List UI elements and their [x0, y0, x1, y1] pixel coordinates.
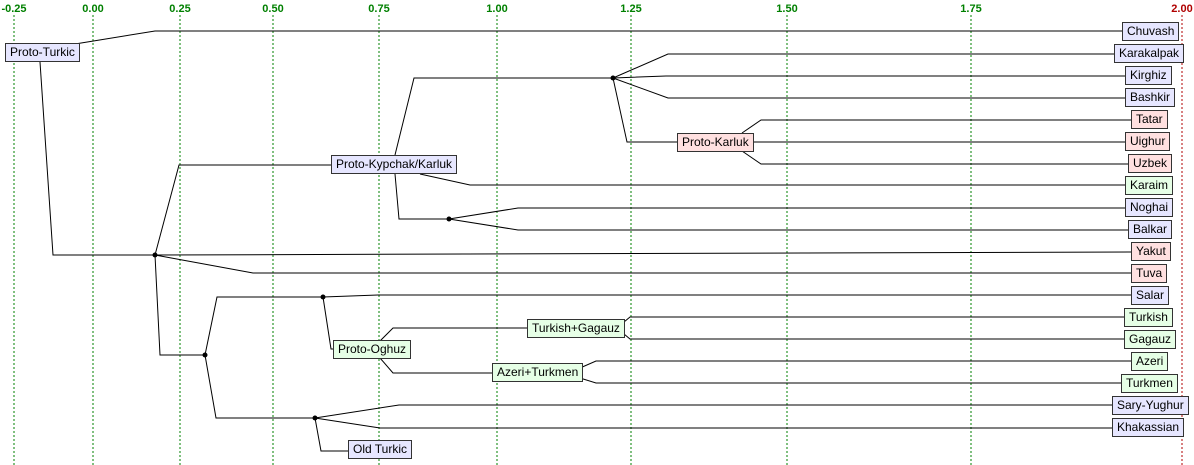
edge — [154, 254, 1131, 274]
tick-label: 2.00 — [1171, 3, 1192, 15]
junction-dot — [202, 352, 208, 358]
edge — [322, 296, 333, 350]
edge — [448, 207, 1125, 220]
junction-dot — [610, 75, 616, 81]
edge — [74, 30, 1122, 45]
tick-label: -0.25 — [1, 3, 26, 15]
node-gagauz: Gagauz — [1124, 330, 1177, 349]
edge — [579, 377, 1121, 384]
node-turkish: Turkish — [1124, 308, 1173, 327]
node-yakut: Yakut — [1131, 242, 1171, 261]
node-balkar: Balkar — [1128, 220, 1173, 239]
edge — [154, 251, 1132, 256]
edge — [204, 354, 315, 419]
tick-label: 0.75 — [368, 3, 389, 15]
edge — [741, 119, 1131, 134]
tick-label: 0.50 — [262, 3, 283, 15]
node-sary-yughur: Sary-Yughur — [1112, 396, 1189, 415]
node-karakalpak: Karakalpak — [1114, 44, 1185, 63]
edge — [314, 417, 348, 452]
edge — [579, 360, 1131, 369]
edge — [314, 404, 1112, 419]
edge — [379, 327, 527, 342]
edge — [741, 150, 1128, 165]
edge — [314, 417, 1112, 429]
edge — [419, 173, 1125, 186]
node-bashkir: Bashkir — [1125, 88, 1176, 107]
edge — [154, 254, 205, 356]
node-azeri: Azeri — [1131, 352, 1169, 371]
junction-dot — [152, 252, 158, 258]
node-tatar: Tatar — [1131, 110, 1168, 129]
node-proto-turkic: Proto-Turkic — [5, 43, 80, 62]
edge — [612, 75, 1125, 79]
node-kirghiz: Kirghiz — [1125, 66, 1172, 85]
node-chuvash: Chuvash — [1122, 22, 1180, 41]
node-uzbek: Uzbek — [1128, 154, 1173, 173]
node-salar: Salar — [1131, 286, 1170, 305]
junction-dot — [320, 294, 326, 300]
edge — [204, 296, 323, 356]
node-khakassian: Khakassian — [1112, 418, 1185, 437]
grid-lines — [13, 15, 1183, 465]
edge — [394, 173, 449, 220]
edge — [612, 77, 1125, 99]
edge — [379, 357, 492, 374]
tick-label: 1.25 — [620, 3, 641, 15]
edge — [39, 61, 155, 256]
node-proto-oghuz: Proto-Oghuz — [333, 340, 412, 359]
edge — [154, 164, 333, 256]
node-old-turkic: Old Turkic — [348, 440, 413, 459]
axis-ticks: -0.25 0.00 0.25 0.50 0.75 1.00 1.25 1.50… — [1, 3, 1192, 15]
tick-label: 1.75 — [960, 3, 981, 15]
edge — [612, 53, 1114, 79]
node-noghai: Noghai — [1125, 198, 1174, 217]
edge — [623, 316, 1124, 323]
tree-edges — [39, 30, 1132, 452]
tick-label: 1.50 — [776, 3, 797, 15]
edge — [322, 294, 1131, 298]
node-turkish-gagauz: Turkish+Gagauz — [527, 319, 625, 338]
junction-dot — [446, 216, 452, 222]
edge — [612, 77, 677, 143]
node-tuva: Tuva — [1131, 264, 1168, 283]
edge — [394, 77, 613, 156]
tick-label: 0.00 — [82, 3, 103, 15]
node-karaim: Karaim — [1125, 176, 1174, 195]
junction-dots — [152, 75, 616, 421]
edge — [448, 218, 1128, 231]
junction-dot — [312, 415, 318, 421]
node-turkmen: Turkmen — [1121, 374, 1178, 393]
tick-label: 1.00 — [486, 3, 507, 15]
node-azeri-turkmen: Azeri+Turkmen — [492, 363, 584, 382]
node-proto-karluk: Proto-Karluk — [677, 133, 754, 152]
edge — [623, 333, 1124, 340]
tick-label: 0.25 — [169, 3, 190, 15]
node-proto-kypchak-karluk: Proto-Kypchak/Karluk — [331, 155, 458, 174]
node-uighur: Uighur — [1125, 132, 1171, 151]
